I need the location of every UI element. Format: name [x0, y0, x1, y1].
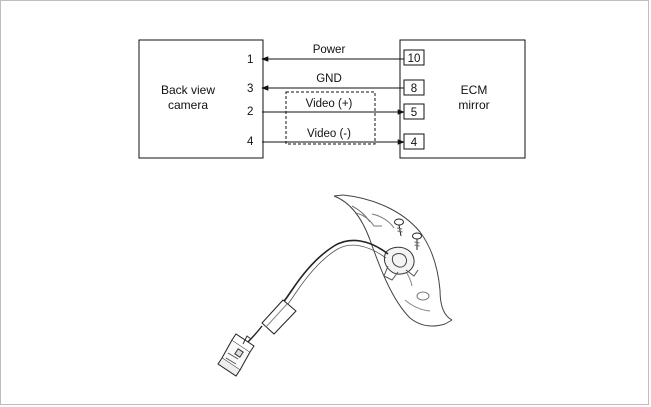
camera-assembly-illustration [217, 194, 453, 377]
camera-lens [391, 253, 407, 268]
garnish-outer-edge [333, 195, 446, 327]
harness-connector [217, 333, 255, 377]
wire-label-gnd: GND [316, 73, 342, 85]
left-pin-video-plus: 2 [247, 106, 253, 118]
wire-label-video-minus: Video (-) [307, 128, 351, 140]
screw-icon [394, 218, 404, 237]
cable-sleeve [261, 299, 297, 335]
right-pin-video-plus: 5 [411, 107, 417, 119]
left-pin-gnd: 3 [247, 83, 253, 95]
back-view-camera-label-line2: camera [168, 98, 208, 112]
wire-label-video-plus: Video (+) [306, 98, 353, 110]
ecm-mirror-label-line1: ECM [461, 83, 488, 97]
garnish-inner-edge [342, 194, 453, 321]
ecm-mirror-label-line2: mirror [458, 98, 489, 112]
back-view-camera-label-line1: Back view [161, 83, 215, 97]
right-pin-gnd: 8 [411, 83, 417, 95]
right-pin-video-minus: 4 [411, 137, 418, 149]
camera-module [383, 246, 415, 275]
left-pin-video-minus: 4 [247, 136, 254, 148]
garnish-hole [416, 291, 430, 301]
wire-label-power: Power [313, 44, 346, 56]
right-pin-power: 10 [408, 53, 421, 65]
garnish-detail-top [351, 205, 371, 223]
left-pin-power: 1 [247, 54, 253, 66]
screw-icon [412, 232, 422, 250]
video-shield-outline [285, 91, 376, 145]
right-pin-box-power [403, 49, 425, 66]
back-view-camera-block [138, 39, 264, 159]
